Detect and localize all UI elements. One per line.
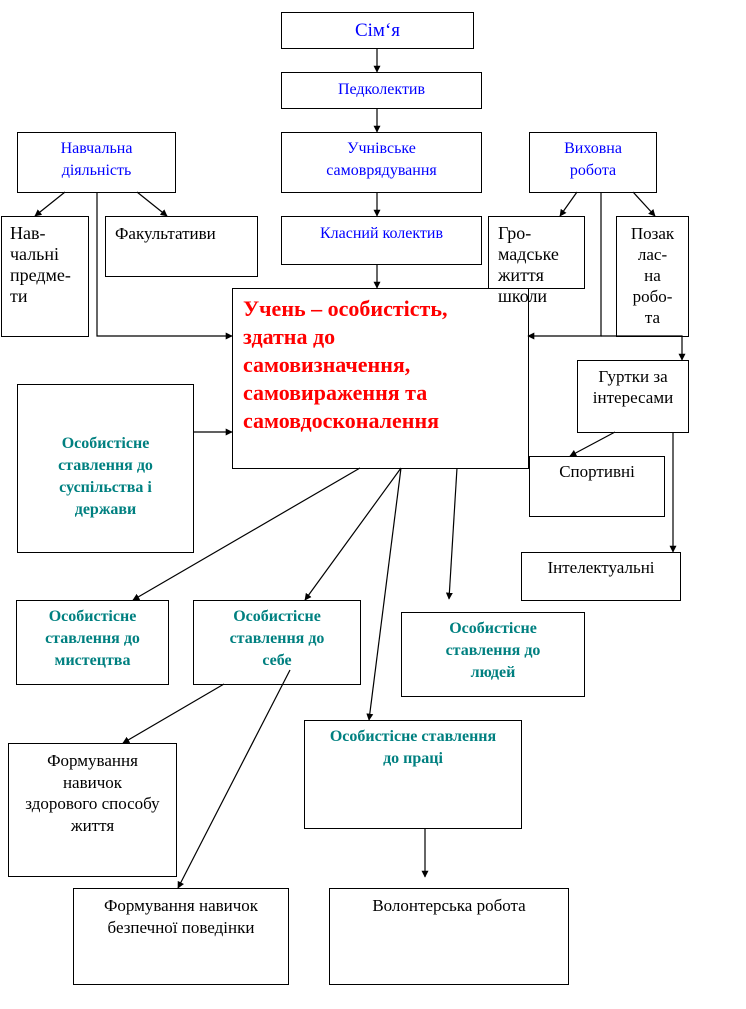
node-school-subjects-label: Нав- чальні предме- ти — [10, 223, 71, 306]
node-pedagogical-staff: Педколектив — [281, 72, 482, 109]
arrow-study-to-subjects — [34, 191, 66, 217]
node-school-subjects: Нав- чальні предме- ти — [1, 216, 89, 337]
node-attitude-people: Особистісне ставлення до людей — [401, 612, 585, 697]
node-study-activity: Навчальна діяльність — [17, 132, 176, 193]
node-sports-clubs: Спортивні — [529, 456, 665, 517]
node-student-personality-label: Учень – особистість, здатна до самовизна… — [243, 296, 448, 433]
arrow-student-to-self — [304, 467, 402, 601]
node-attitude-society-state-label: Особистісне ставлення до суспільства і д… — [58, 435, 153, 518]
node-student-self-government-label: Учнівське самоврядування — [326, 140, 437, 179]
node-attitude-society-state: Особистісне ставлення до суспільства і д… — [17, 384, 194, 553]
arrow-self-to-safe-behavior — [177, 669, 291, 889]
node-healthy-lifestyle-skills: Формування навичок здорового способу жит… — [8, 743, 177, 877]
arrow-student-to-people — [445, 467, 458, 600]
node-study-activity-label: Навчальна діяльність — [60, 140, 133, 179]
node-interest-clubs: Гуртки за інтересами — [577, 360, 689, 433]
arrow-edu-to-extracurricular — [632, 191, 656, 217]
node-attitude-self-label: Особистісне ставлення до себе — [229, 608, 325, 669]
node-family: Сім‘я — [281, 12, 474, 49]
node-extracurricular-work-label: Позак лас- на робо- та — [630, 224, 675, 327]
arrow-clubs-to-sport — [569, 431, 616, 457]
node-class-collective: Класний колектив — [281, 216, 482, 265]
node-class-collective-label: Класний колектив — [319, 225, 444, 242]
node-extracurricular-work: Позак лас- на робо- та — [616, 216, 689, 337]
node-attitude-work: Особистісне ставлення до праці — [304, 720, 522, 829]
node-electives-label: Факультативи — [115, 224, 216, 243]
node-pedagogical-staff-label: Педколектив — [337, 81, 426, 98]
node-intellectual-clubs: Інтелектуальні — [521, 552, 681, 601]
node-attitude-work-label: Особистісне ставлення до праці — [329, 728, 497, 767]
node-safe-behavior-skills-label: Формування навичок безпечної поведінки — [103, 896, 259, 937]
node-attitude-art-label: Особистісне ставлення до мистецтва — [45, 608, 140, 669]
node-school-public-life: Гро- мадське життя школи — [488, 216, 585, 306]
arrow-student-to-work — [366, 467, 402, 721]
node-student-self-government: Учнівське самоврядування — [281, 132, 482, 193]
node-intellectual-clubs-label: Інтелектуальні — [547, 558, 655, 577]
node-family-label: Сім‘я — [354, 20, 401, 41]
node-volunteer-work: Волонтерська робота — [329, 888, 569, 985]
node-volunteer-work-label: Волонтерська робота — [372, 896, 526, 915]
node-sports-clubs-label: Спортивні — [559, 462, 635, 481]
node-educational-work: Виховна робота — [529, 132, 657, 193]
node-interest-clubs-label: Гуртки за інтересами — [592, 367, 674, 407]
node-student-personality: Учень – особистість, здатна до самовизна… — [232, 288, 529, 469]
node-attitude-people-label: Особистісне ставлення до людей — [445, 620, 541, 681]
node-electives: Факультативи — [105, 216, 258, 277]
arrow-edu-to-interest-clubs — [601, 335, 686, 361]
node-safe-behavior-skills: Формування навичок безпечної поведінки — [73, 888, 289, 985]
node-healthy-lifestyle-skills-label: Формування навичок здорового способу жит… — [25, 751, 160, 835]
arrow-edu-to-public-life — [559, 191, 578, 217]
node-attitude-art: Особистісне ставлення до мистецтва — [16, 600, 169, 685]
arrow-self-to-healthy-lifestyle — [122, 683, 225, 744]
node-educational-work-label: Виховна робота — [564, 140, 622, 179]
node-attitude-self: Особистісне ставлення до себе — [193, 600, 361, 685]
arrow-study-to-electives — [136, 191, 168, 217]
